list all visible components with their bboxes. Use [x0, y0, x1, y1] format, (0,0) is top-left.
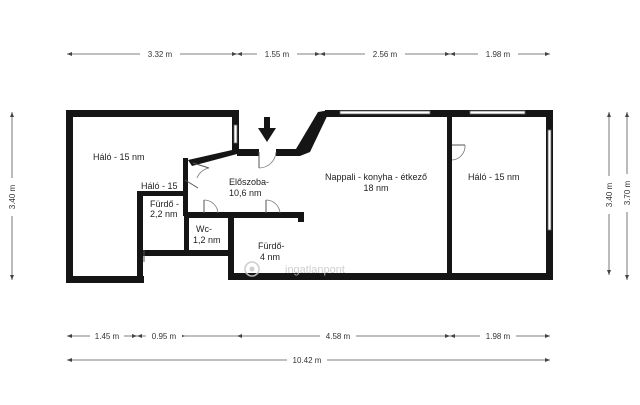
label-nappali-line1: Nappali - konyha - étkező [325, 172, 427, 182]
top-dim-4: 1.98 m [486, 50, 511, 59]
label-wc-line2: 1,2 nm [193, 235, 221, 245]
bottom-dim-2: 0.95 m [152, 332, 177, 341]
doors [143, 144, 466, 262]
top-dimension-line: 3.32 m 1.55 m 2.56 m 1.98 m [67, 48, 550, 59]
right-dimension-lines: 3.40 m 3.70 m [603, 112, 633, 280]
room-labels: Háló - 15 nm Háló - 15 Fürdő - 2,2 nm El… [93, 152, 520, 262]
label-halo-small: Háló - 15 [141, 181, 178, 191]
top-dim-2: 1.55 m [265, 50, 290, 59]
label-furdo-small-line2: 2,2 nm [150, 209, 178, 219]
bottom-dimension-line: 1.45 m 0.95 m 4.58 m 1.98 m [67, 330, 550, 341]
bottom-dim-3: 4.58 m [326, 332, 351, 341]
label-nappali-line2: 18 nm [363, 183, 388, 193]
left-dim: 3.40 m [8, 184, 17, 209]
label-furdo-4-line1: Fürdő- [258, 241, 285, 251]
label-wc-line1: Wc- [196, 224, 212, 234]
watermark-logo-icon [244, 261, 260, 277]
total-dim: 10.42 m [293, 356, 322, 365]
bottom-dim-1: 1.45 m [95, 332, 120, 341]
label-furdo-small-line1: Fürdő - [150, 199, 179, 209]
label-eloszoba-line2: 10,6 nm [229, 188, 262, 198]
label-eloszoba-line1: Előszoba- [229, 177, 269, 187]
entrance-arrow-icon [258, 117, 276, 142]
right-dim-outer: 3.70 m [623, 180, 632, 205]
top-dim-3: 2.56 m [373, 50, 398, 59]
windows [233, 110, 552, 231]
top-dim-1: 3.32 m [148, 50, 173, 59]
watermark: ingatlanpont [244, 261, 345, 277]
label-halo-right: Háló - 15 nm [468, 172, 520, 182]
left-dimension-line: 3.40 m [6, 112, 18, 280]
label-halo-left: Háló - 15 nm [93, 152, 145, 162]
bottom-dim-4: 1.98 m [486, 332, 511, 341]
label-furdo-4-line2: 4 nm [260, 252, 280, 262]
watermark-text: ingatlanpont [285, 264, 345, 276]
right-dim-inner: 3.40 m [605, 182, 614, 207]
walls [66, 110, 553, 283]
total-dimension-line: 10.42 m [67, 354, 550, 365]
